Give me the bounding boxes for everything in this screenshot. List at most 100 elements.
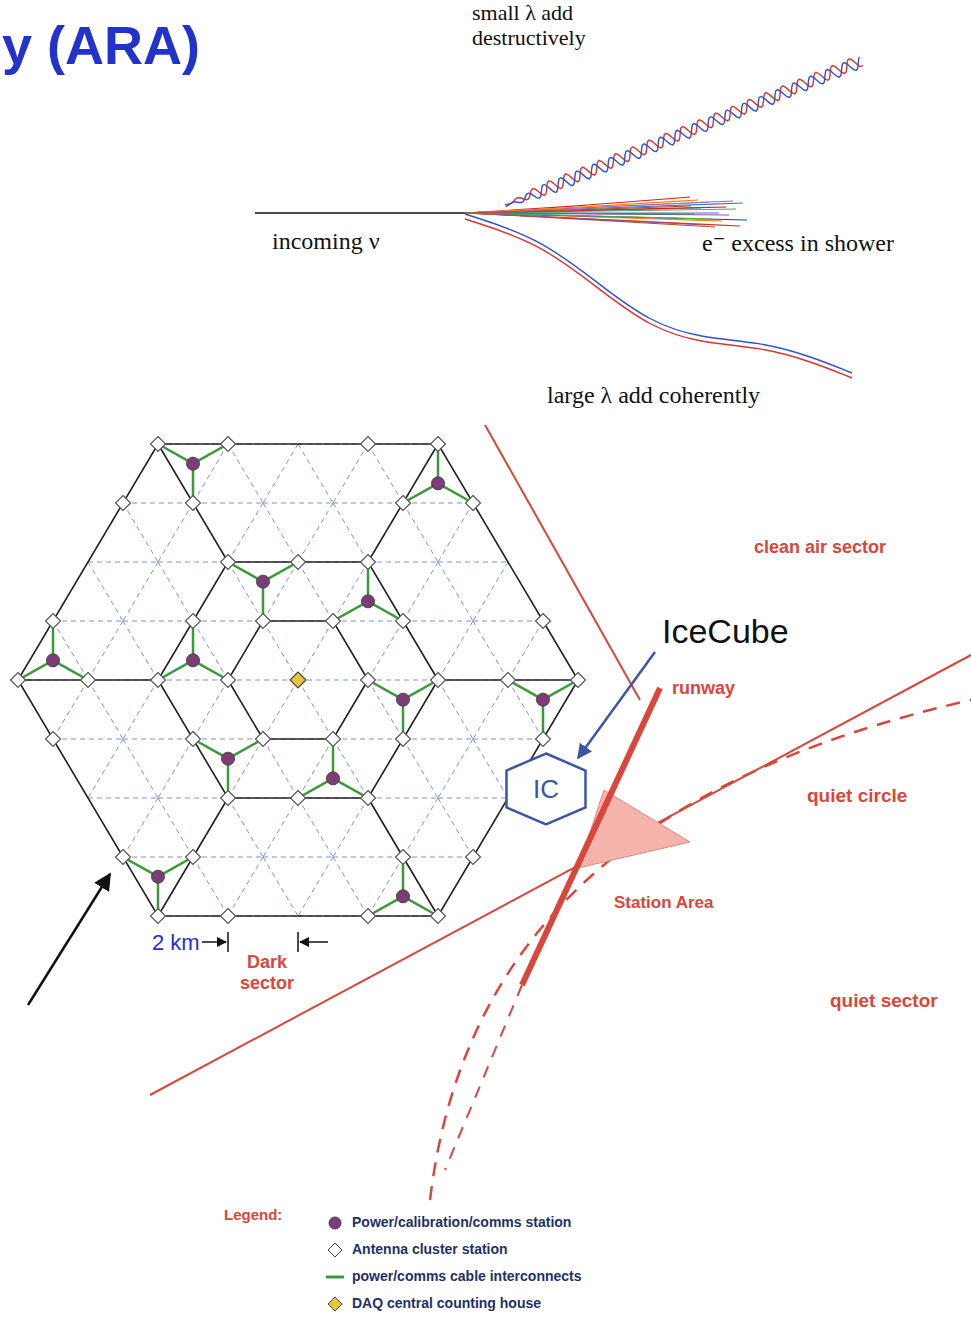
antenna-cluster (186, 496, 201, 511)
grid-line (508, 680, 543, 739)
grid-line (228, 798, 263, 857)
grid-line (298, 562, 333, 621)
antenna-cluster (361, 437, 376, 452)
power-station (187, 654, 200, 667)
grid-line (333, 444, 368, 503)
antenna-cluster (256, 614, 271, 629)
grid-line (193, 857, 228, 916)
antenna-cluster (151, 909, 166, 924)
grid-line (158, 562, 193, 621)
grid-line (228, 857, 263, 916)
antenna-cluster (396, 496, 411, 511)
grid-line (438, 680, 473, 739)
grid-line (473, 621, 508, 680)
grid-line (228, 562, 263, 621)
grid-line (88, 739, 123, 798)
grid-line (123, 503, 193, 504)
grid-line (88, 798, 158, 799)
grid-line (123, 503, 158, 562)
antenna-cluster (326, 732, 341, 747)
grid-line (473, 739, 508, 798)
circle-label: quiet circle (805, 785, 909, 807)
power-station (187, 457, 200, 470)
grid-line (53, 680, 88, 739)
grid-line (88, 680, 123, 739)
antenna-cluster (431, 673, 446, 688)
sector-label: quiet sector (828, 990, 940, 1012)
grid-line (123, 739, 158, 798)
grid-line (263, 621, 298, 680)
grid-line (263, 680, 298, 739)
power-station (47, 654, 60, 667)
grid-line (88, 562, 158, 563)
legend-swatches (326, 1217, 344, 1311)
shower-particle (465, 213, 705, 225)
grid-line (228, 503, 263, 562)
grid-line (298, 739, 333, 798)
grid-line (438, 621, 473, 680)
antenna-cluster (361, 791, 376, 806)
grid-line (473, 680, 508, 739)
antenna-cluster (466, 850, 481, 865)
grid-line (228, 680, 298, 681)
grid-line (298, 444, 333, 503)
shower-particle (465, 213, 740, 226)
grid-line (368, 562, 438, 563)
grid-line (158, 680, 228, 681)
runway-extension (445, 985, 522, 1170)
grid-line (333, 562, 368, 621)
grid-line (123, 857, 193, 858)
grid-line (228, 739, 263, 798)
antenna-cluster (221, 437, 236, 452)
grid-line (53, 621, 88, 680)
legend-text: Antenna cluster station (352, 1241, 508, 1257)
sector-label: clean air sector (752, 537, 888, 558)
grid-line (298, 621, 333, 680)
grid-line (53, 739, 123, 740)
hexagon-shape (507, 754, 586, 825)
antenna-cluster (256, 732, 271, 747)
power-station (362, 595, 375, 608)
grid-line (263, 562, 298, 621)
pointer-arrow (28, 874, 110, 1005)
grid-line (368, 444, 403, 503)
antenna-cluster (326, 614, 341, 629)
grid-line (403, 739, 438, 798)
grid-line (508, 621, 543, 680)
neutrino-track (255, 212, 465, 214)
grid-line (123, 739, 193, 740)
grid-line (438, 798, 508, 799)
daq-house (290, 672, 306, 688)
grid-line (263, 798, 298, 857)
area-label: Station Area (612, 893, 716, 913)
grid-line (298, 503, 333, 562)
grid-line (473, 562, 508, 621)
antenna-cluster (81, 673, 96, 688)
grid-line (193, 621, 228, 680)
antenna-cluster (361, 555, 376, 570)
grid-line (438, 739, 473, 798)
shower-particle (465, 201, 733, 213)
grid-line (193, 621, 263, 622)
grid-line (123, 680, 158, 739)
quiet-circle-arc (430, 700, 971, 1200)
grid-line (333, 857, 403, 858)
antenna-cluster (46, 614, 61, 629)
node-label: IC (533, 774, 559, 805)
power-station (222, 752, 235, 765)
antenna-cluster (501, 673, 516, 688)
grid-line (438, 798, 473, 857)
antenna-cluster (431, 909, 446, 924)
shower-label: e⁻ excess in shower (700, 230, 896, 258)
grid-line (158, 503, 193, 562)
legend-diamond (328, 1243, 342, 1257)
power-station (537, 693, 550, 706)
legend-dot (329, 1217, 341, 1229)
antenna-cluster (186, 732, 201, 747)
grid-line (123, 621, 158, 680)
grid-line (403, 503, 438, 562)
dimension-tick (227, 932, 229, 952)
antenna-cluster (151, 437, 166, 452)
radio-wave (506, 57, 860, 207)
